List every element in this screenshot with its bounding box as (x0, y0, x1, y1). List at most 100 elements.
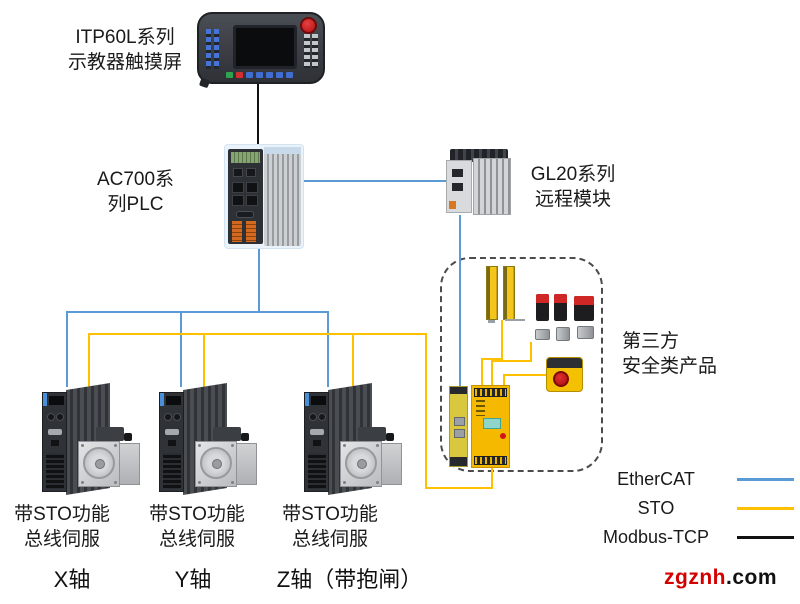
sto-drop-x (88, 333, 90, 387)
servo-front-panel (304, 392, 329, 492)
plc-front-panel (228, 149, 263, 244)
motor-cable (386, 433, 394, 441)
ethercat-drop-y (180, 311, 182, 387)
plc-device (225, 145, 303, 248)
switch-actuator-key-1 (535, 329, 550, 340)
motor-connector-cap (213, 427, 241, 441)
servo-brand-stripe (160, 393, 164, 406)
servo-io-port (51, 440, 59, 446)
sto-relay-output (491, 464, 493, 489)
plc-status-label (231, 152, 260, 163)
servo-round-port-1 (309, 413, 317, 421)
servo-display (311, 396, 326, 405)
switch-actuator-key-3 (577, 326, 594, 339)
sto-return-vertical (425, 333, 427, 489)
servo-round-port-2 (56, 413, 64, 421)
servo-terminal-block (163, 453, 181, 489)
motor-flange (195, 441, 237, 487)
servo-drive-x (40, 383, 140, 505)
motor-shaft (345, 447, 377, 479)
emergency-stop-box (546, 357, 583, 392)
servo-terminal-block (308, 453, 326, 489)
emergency-stop-button (553, 371, 569, 387)
axis-y-label: Y轴 (174, 567, 212, 592)
light-curtain-stand (505, 319, 525, 321)
gl20-coupler-unit (446, 160, 472, 213)
light-curtain-foot (488, 320, 495, 323)
axis-z-label: Z轴（带抱闸） (276, 567, 423, 592)
sto-feeder-lightcurtain-v2 (481, 358, 483, 388)
motor-flange (78, 441, 120, 487)
ethercat-line-gl20-safety (459, 215, 461, 427)
light-curtain-1 (486, 266, 498, 320)
plc-ethernet-ports (232, 182, 258, 206)
safety-bus-module-top-connector (450, 387, 467, 394)
sto-feeder-lightcurtain-v1 (501, 320, 503, 360)
safety-relay-markings (476, 400, 485, 416)
plc-heatsink-cap (264, 147, 301, 154)
servo-terminal-block (46, 453, 64, 489)
light-curtain-2 (503, 266, 515, 320)
sto-drop-z (352, 333, 354, 387)
plc-usb-ports (233, 168, 256, 177)
safety-bus-module (449, 386, 468, 467)
motor-connector-cap (96, 427, 124, 441)
legend-line-modbus (737, 536, 794, 539)
motor-cable (241, 433, 249, 441)
safety-door-switch-2 (554, 294, 567, 321)
servo-display (49, 396, 64, 405)
sto-feeder-switch-h (491, 360, 532, 362)
servo-encoder-port (48, 429, 62, 435)
hmi-right-keypad (304, 34, 318, 68)
ethercat-drop-x (66, 311, 68, 387)
sto-feeder-estop-h (503, 374, 548, 376)
safety-relay-controller (471, 385, 510, 468)
servo-round-port-2 (318, 413, 326, 421)
ethercat-line-plc-gl20 (297, 180, 448, 182)
motor-flange (340, 441, 382, 487)
remote-io-device (446, 149, 512, 215)
safety-relay-top-terminals (474, 388, 507, 397)
plc-label: AC700系 列PLC (96, 169, 175, 215)
watermark-highlight: zgznh (664, 566, 726, 589)
safety-relay-bottom-terminals (474, 456, 507, 465)
ethercat-drop-z (327, 311, 329, 387)
safety-bus-module-port-2 (454, 429, 465, 438)
servo-io-port (168, 440, 176, 446)
motor-cable (124, 433, 132, 441)
motor-shaft (83, 447, 115, 479)
watermark-suffix: .com (725, 566, 777, 589)
ethercat-trunk (66, 311, 329, 313)
safety-relay-led (500, 433, 506, 439)
switch-actuator-key-2 (556, 327, 570, 341)
sto-feeder-switch-v2 (491, 360, 493, 388)
legend-label-modbus: Modbus-TCP (602, 527, 710, 547)
plc-heatsink (264, 147, 301, 246)
sto-feeder-lightcurtain-h (481, 358, 503, 360)
motor-connector-cap (358, 427, 386, 441)
remote-module-label: GL20系列 远程模块 (530, 164, 616, 210)
safety-bus-module-bottom-connector (450, 457, 467, 466)
hmi-screen (233, 25, 297, 69)
legend-line-ethercat (737, 478, 794, 481)
servo-y-label: 带STO功能 总线伺服 (149, 504, 245, 550)
servo-encoder-port (310, 429, 324, 435)
servo-z-label: 带STO功能 总线伺服 (282, 504, 378, 550)
hmi-label: ITP60L系列 示教器触摸屏 (67, 27, 182, 73)
servo-drive-z (302, 383, 402, 505)
modbus-line-hmi-plc (257, 84, 259, 148)
safety-door-switch-1 (536, 294, 549, 321)
ethercat-line-plc-down (258, 247, 260, 313)
servo-round-port-2 (173, 413, 181, 421)
hmi-left-keypad (206, 29, 219, 69)
sto-trunk (88, 333, 427, 335)
legend-label-ethercat: EtherCAT (617, 469, 695, 489)
servo-round-port-1 (47, 413, 55, 421)
plc-dsub-port (236, 211, 254, 218)
safety-bus-module-port-1 (454, 417, 465, 426)
axis-x-label: X轴 (53, 567, 91, 592)
plc-terminal-blocks (232, 221, 256, 242)
servo-round-port-1 (164, 413, 172, 421)
servo-display (166, 396, 181, 405)
